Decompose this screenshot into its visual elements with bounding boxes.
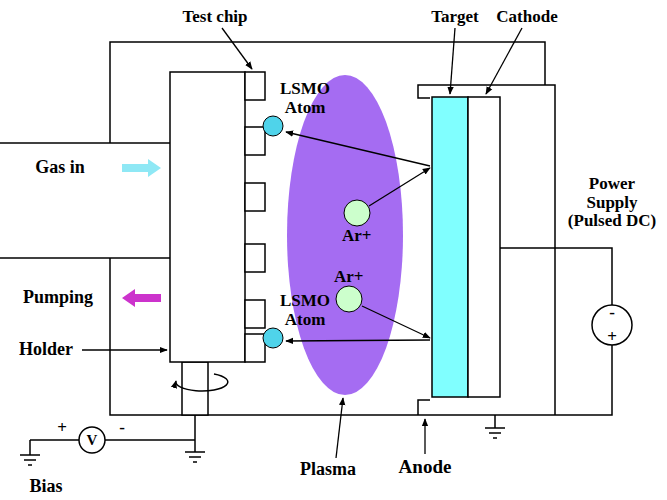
part-label: Plasma [300, 460, 356, 480]
test-chip [245, 72, 265, 100]
gas-in-arrow [122, 159, 161, 177]
test-chip [245, 127, 265, 155]
gas-port-wall [0, 142, 170, 144]
sputter-target [432, 97, 468, 397]
polarity-sign: - [119, 419, 125, 438]
particle-symbol [262, 327, 284, 349]
part-label: Cathode [496, 8, 557, 27]
particle-label: Ar+ [342, 227, 372, 246]
substrate-holder [170, 72, 245, 362]
gas-port-wall [0, 257, 170, 259]
test-chip [245, 244, 265, 272]
leader-arrow [486, 28, 522, 94]
particle-symbol [335, 285, 363, 313]
particle-circle [263, 116, 283, 136]
test-chip [245, 300, 265, 328]
part-label: Target [431, 8, 479, 27]
ion-path [369, 168, 430, 206]
cathode-plate [468, 97, 500, 397]
polarity-sign: + [57, 419, 67, 438]
leader-arrow [82, 349, 167, 350]
particle-circle [344, 200, 370, 226]
polarity-sign: - [609, 304, 615, 323]
particle-label: LSMO Atom [276, 292, 334, 329]
particle-label: LSMO Atom [276, 80, 334, 117]
flow-label: Gas in [35, 158, 85, 178]
particle-circle [263, 328, 283, 348]
particle-circle [336, 286, 362, 312]
part-label: Holder [19, 340, 73, 360]
atom-particle: LSMO Atom [262, 292, 334, 349]
atom-path [286, 132, 430, 166]
ion-particle: Ar+ [342, 199, 372, 246]
particle-symbol [343, 199, 371, 227]
atom-path [286, 340, 430, 341]
bias-wire [30, 439, 195, 441]
part-label: Power Supply (Pulsed DC) [562, 175, 662, 231]
ion-particle: Ar+ [334, 268, 364, 313]
atom-particle: LSMO Atom [262, 80, 334, 137]
test-chip [245, 334, 265, 362]
part-label: Test chip [182, 8, 247, 27]
particle-label: Ar+ [334, 268, 364, 287]
pumping-arrow [122, 289, 161, 307]
ground-symbol [485, 415, 505, 438]
plasma-cloud [287, 75, 403, 395]
meter-letter: V [87, 432, 98, 449]
ground-symbol [20, 440, 40, 465]
particle-symbol [262, 115, 284, 137]
leader-arrow [222, 28, 252, 69]
ion-path [362, 306, 430, 338]
rotation-arrow [176, 374, 228, 391]
part-label: Bias [29, 477, 62, 497]
supply-wire [500, 248, 612, 305]
flow-label: Pumping [23, 288, 93, 308]
leader-arrow [424, 419, 425, 454]
leader-arrow [450, 28, 455, 94]
test-chip [245, 183, 265, 211]
anode-frame [418, 85, 555, 415]
ground-symbol [185, 415, 205, 462]
voltmeter-symbol [79, 427, 105, 453]
part-label: Anode [399, 457, 452, 478]
leader-arrow [336, 398, 343, 458]
polarity-sign: + [607, 328, 617, 347]
